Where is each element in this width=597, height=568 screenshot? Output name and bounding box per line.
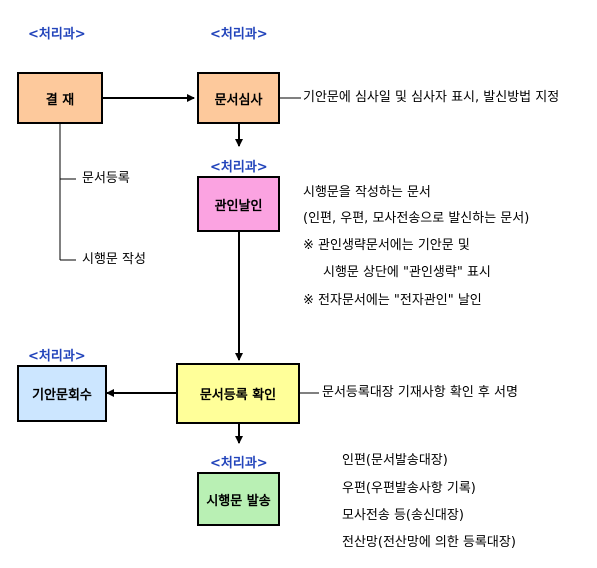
dept-label-seal: <처리과> [210, 160, 268, 175]
note-review: 기안문에 심사일 및 심사자 표시, 발신방법 지정 [303, 90, 560, 105]
dept-label-approval: <처리과> [28, 27, 86, 42]
dept-label-recovery: <처리과> [28, 349, 86, 364]
node-approval: 결 재 [17, 72, 103, 124]
node-seal: 관인날인 [197, 176, 280, 232]
node-send: 시행문 발송 [197, 472, 280, 526]
note-send-line-2: 우편(우편발송사항 기록) [342, 481, 476, 496]
note-seal-line-4: 시행문 상단에 "관인생략" 표시 [323, 265, 491, 280]
branch-label-doc-registration: 문서등록 [82, 171, 130, 186]
branch-label-enforcement-write: 시행문 작성 [82, 252, 146, 267]
note-send-line-3: 모사전송 등(송신대장) [342, 508, 464, 523]
note-send-line-1: 인편(문서발송대장) [342, 453, 448, 468]
note-seal-line-3: ※ 관인생략문서에는 기안문 및 [303, 238, 470, 253]
note-send-line-4: 전산망(전산망에 의한 등록대장) [342, 535, 516, 550]
node-review: 문서심사 [197, 72, 280, 124]
node-draft-recovery: 기안문회수 [17, 365, 107, 422]
node-registry-check: 문서등록 확인 [176, 363, 300, 424]
note-seal-line-1: 시행문을 작성하는 문서 [303, 185, 431, 200]
note-registry: 문서등록대장 기재사항 확인 후 서명 [322, 385, 518, 400]
note-seal-line-5: ※ 전자문서에는 "전자관인" 날인 [303, 293, 482, 308]
dept-label-review: <처리과> [210, 27, 268, 42]
dept-label-send: <처리과> [210, 456, 268, 471]
note-seal-line-2: (인편, 우편, 모사전송으로 발신하는 문서) [303, 211, 530, 226]
